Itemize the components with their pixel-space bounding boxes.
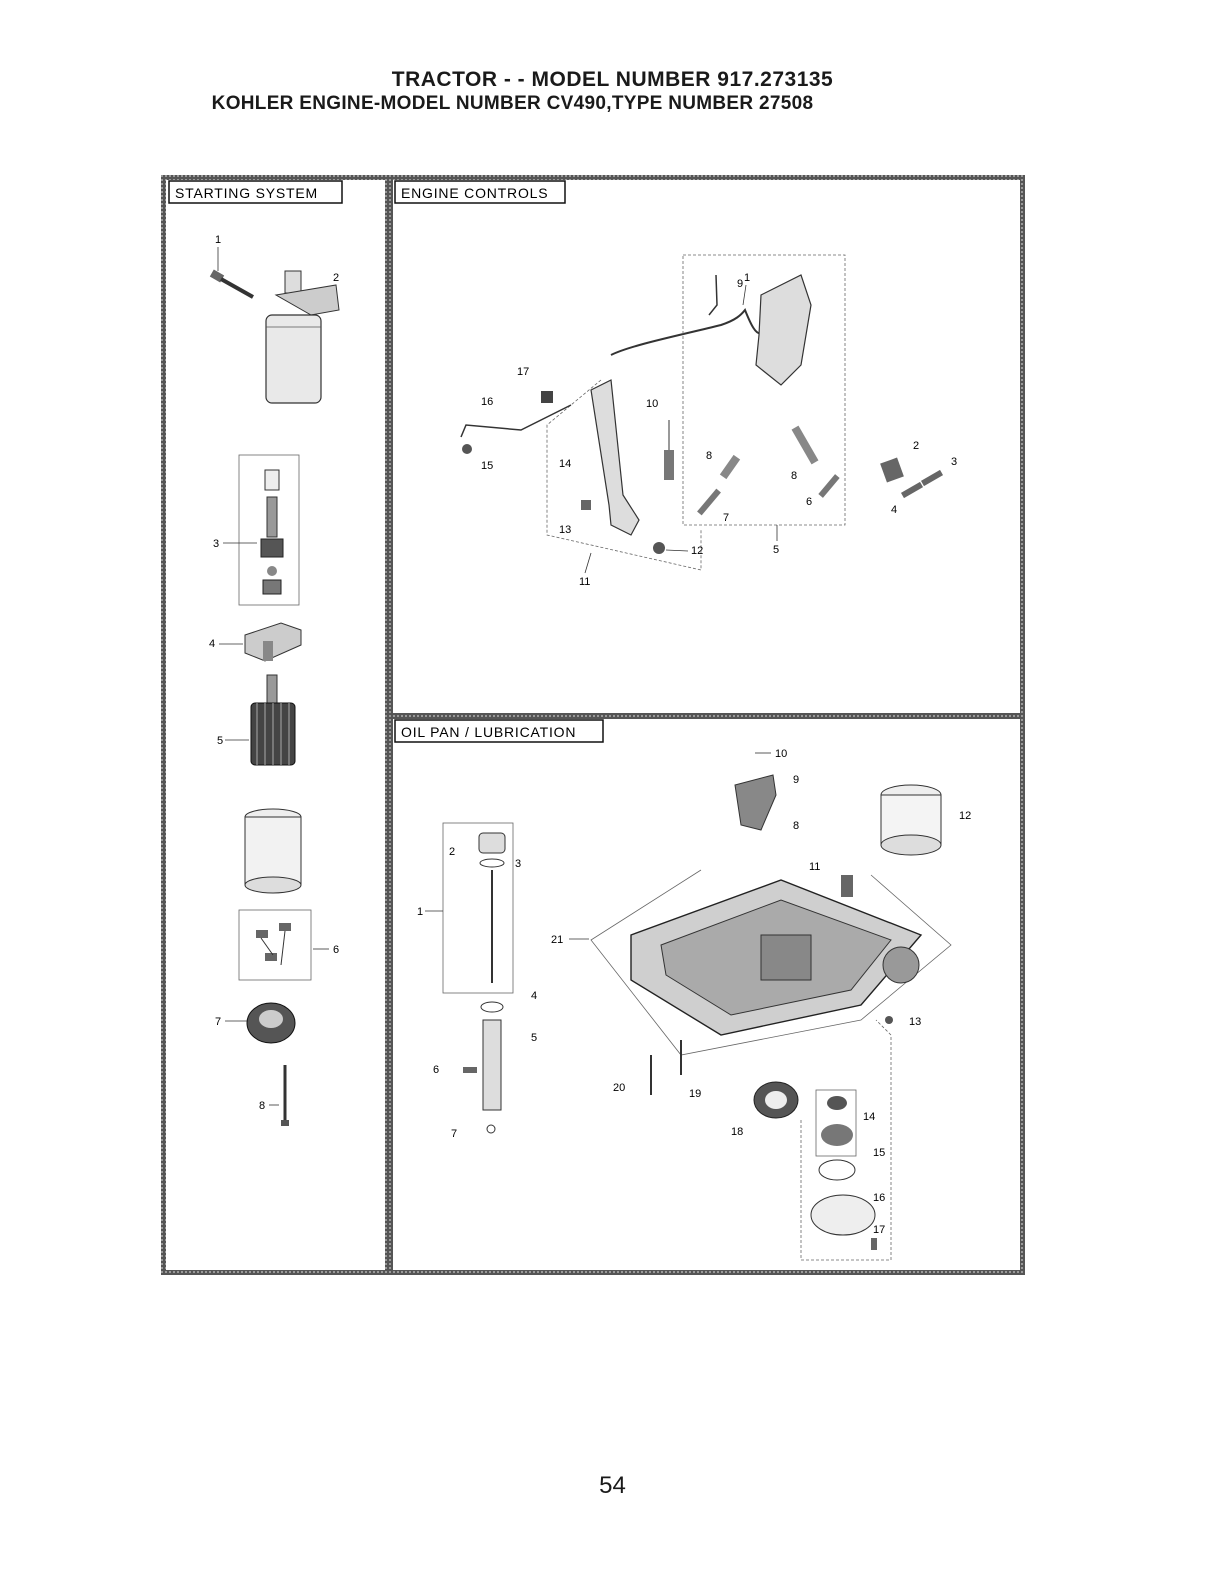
callout-label: 5 (217, 735, 223, 747)
callout-label: 3 (951, 456, 957, 468)
callout-label: 13 (559, 524, 571, 536)
callout-label: 2 (449, 846, 455, 858)
callout-label: 7 (215, 1016, 221, 1028)
starter-bracket-icon (245, 623, 301, 661)
callout-label: 2 (333, 272, 339, 284)
callout-label: 15 (481, 460, 493, 472)
callout-label: 12 (959, 810, 971, 822)
bolt-icon (581, 500, 591, 510)
spring-icon (792, 426, 819, 465)
oil-pan-panel: OIL PAN / LUBRICATION 10 9 8 12 11 2 3 1… (395, 720, 971, 1260)
callout-label: 11 (579, 576, 590, 588)
drive-kit-icon (261, 470, 283, 594)
starting-system-label: STARTING SYSTEM (175, 185, 318, 201)
callout-label: 5 (531, 1032, 537, 1044)
bolt-icon (901, 482, 923, 498)
callout-label: 10 (646, 398, 658, 410)
callout-label: 9 (793, 774, 799, 786)
callout-label: 20 (613, 1082, 625, 1094)
callout-label: 19 (689, 1088, 701, 1100)
spring-icon (664, 420, 674, 480)
callout-label: 17 (517, 366, 529, 378)
starter-bolt-icon (210, 270, 253, 297)
starter-motor-icon (266, 271, 339, 403)
callout-label: 8 (793, 820, 799, 832)
screw-icon (697, 489, 721, 516)
callout-label: 1 (744, 272, 750, 284)
parts-diagram: STARTING SYSTEM 1 2 3 4 (161, 175, 1025, 1275)
callout-label: 7 (451, 1128, 457, 1140)
governor-link-icon (461, 405, 571, 437)
callout-label: 14 (559, 458, 571, 470)
callout-label: 11 (809, 861, 820, 873)
page-number: 54 (0, 1472, 1225, 1500)
callout-label: 6 (433, 1064, 439, 1076)
callout-label: 8 (706, 450, 712, 462)
engine-controls-label: ENGINE CONTROLS (401, 185, 548, 201)
oil-pan-icon (631, 880, 921, 1035)
dipstick-tube-icon (483, 1020, 501, 1110)
callout-label: 5 (773, 544, 779, 556)
callout-label: 4 (209, 638, 215, 650)
callout-label: 3 (515, 858, 521, 870)
end-cap-icon (247, 1003, 295, 1043)
clip-icon (880, 458, 904, 483)
callout-label: 8 (259, 1100, 265, 1112)
bolt-icon (921, 470, 943, 486)
callout-label: 4 (891, 504, 897, 516)
spring-icon (720, 455, 740, 479)
callout-label: 15 (873, 1147, 885, 1159)
page-title: TRACTOR - - MODEL NUMBER 917.273135 (0, 68, 1225, 92)
callout-label: 8 (791, 470, 797, 482)
callout-label: 21 (551, 934, 563, 946)
callout-label: 18 (731, 1126, 743, 1138)
callout-label: 1 (215, 234, 221, 246)
armature-icon (251, 675, 295, 765)
callout-label: 13 (909, 1016, 921, 1028)
callout-label: 7 (723, 512, 729, 524)
governor-lever-icon (591, 380, 639, 535)
starting-system-panel: STARTING SYSTEM 1 2 3 4 (169, 181, 342, 1126)
plug-icon (841, 875, 853, 897)
control-bracket-icon (756, 275, 811, 385)
starter-housing-icon (245, 809, 301, 893)
o-ring-icon (819, 1160, 855, 1180)
brush-kit-icon (256, 923, 291, 965)
spring-icon (709, 275, 717, 315)
screw-icon (463, 1067, 477, 1073)
oil-filter-icon (881, 785, 941, 855)
callout-label: 3 (213, 538, 219, 550)
screw-icon (871, 1238, 877, 1250)
dipstick-cap-icon (479, 833, 505, 853)
callout-label: 16 (481, 396, 493, 408)
callout-label: 6 (806, 496, 812, 508)
throttle-cable-icon (611, 297, 781, 355)
gear-icon (827, 1096, 847, 1110)
gear-icon (821, 1124, 853, 1146)
oil-pan-label: OIL PAN / LUBRICATION (401, 724, 576, 740)
callout-label: 1 (417, 906, 423, 918)
oil-filter-adapter-icon (735, 775, 776, 830)
page-subtitle: KOHLER ENGINE-MODEL NUMBER CV490,TYPE NU… (0, 93, 1125, 115)
callout-label: 12 (691, 545, 703, 557)
pump-cover-icon (811, 1195, 875, 1235)
callout-label: 14 (863, 1111, 875, 1123)
nut-icon (653, 542, 665, 554)
callout-label: 16 (873, 1192, 885, 1204)
screw-icon (818, 474, 839, 498)
callout-label: 6 (333, 944, 339, 956)
callout-label: 17 (873, 1224, 885, 1236)
callout-label: 4 (531, 990, 537, 1002)
nut-icon (541, 391, 553, 403)
engine-controls-panel: ENGINE CONTROLS 1 17 16 15 10 14 13 12 1… (395, 181, 957, 588)
thru-bolt-icon (281, 1065, 289, 1126)
callout-label: 10 (775, 748, 787, 760)
callout-label: 9 (737, 278, 743, 290)
callout-label: 2 (913, 440, 919, 452)
